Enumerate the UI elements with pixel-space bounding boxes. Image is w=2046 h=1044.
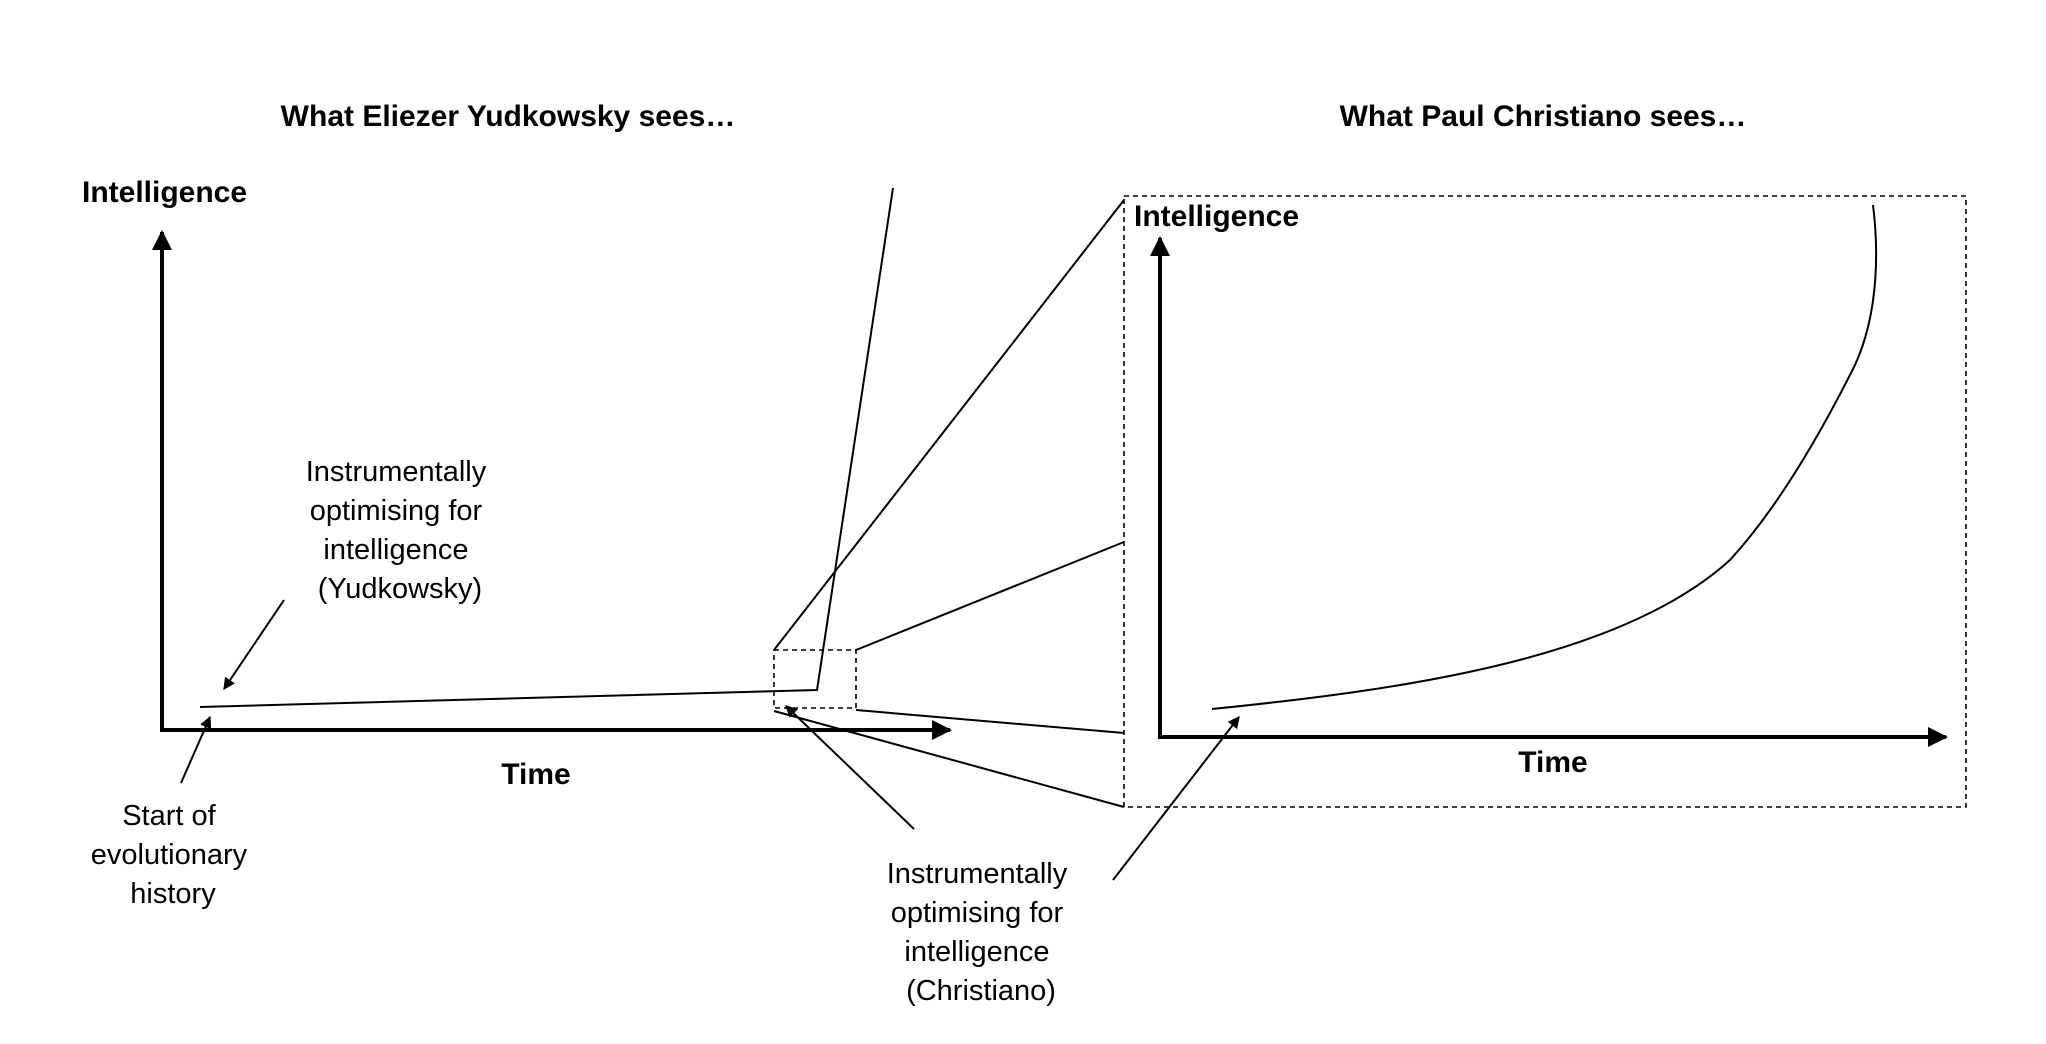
left-y-axis-label: Intelligence [82, 176, 247, 209]
right-x-axis-label: Time [1518, 746, 1587, 779]
annotation-christiano-line-4: (Christiano) [906, 975, 1056, 1007]
zoom-line-bottom-left [773, 710, 1125, 808]
annotation-yudkowsky-line-2: optimising for [310, 495, 483, 527]
right-y-axis-label: Intelligence [1134, 200, 1299, 233]
right-panel-title: What Paul Christiano sees… [1340, 100, 1747, 133]
annotation-christiano-line-3: intelligence [904, 936, 1049, 968]
right-panel-frame [1123, 195, 1967, 808]
zoom-line-bottom-right [855, 709, 1125, 734]
zoom-box [773, 649, 857, 709]
annotation-yudkowsky-line-4: (Yudkowsky) [318, 573, 482, 605]
zoom-line-top-right [855, 541, 1125, 651]
annotation-yudkowsky-arrow [223, 599, 285, 690]
annotation-christiano-line-2: optimising for [891, 897, 1064, 929]
annotation-start-line-1: Start of [122, 800, 216, 832]
annotation-start-arrow [180, 715, 212, 784]
zoom-line-top-left [773, 199, 1125, 651]
annotation-start: Start of evolutionary history [91, 800, 255, 910]
annotation-yudkowsky-line-3: intelligence [323, 534, 468, 566]
annotation-yudkowsky-line-1: Instrumentally [306, 456, 487, 488]
yudkowsky-curve [199, 187, 894, 708]
annotation-start-line-3: history [130, 878, 216, 910]
left-panel-title: What Eliezer Yudkowsky sees… [281, 100, 736, 133]
left-x-axis-label: Time [501, 758, 570, 791]
annotation-start-line-2: evolutionary [91, 839, 248, 871]
annotation-yudkowsky: Instrumentally optimising for intelligen… [306, 456, 495, 605]
annotation-christiano-line-1: Instrumentally [887, 858, 1068, 890]
annotation-christiano: Instrumentally optimising for intelligen… [887, 858, 1076, 1007]
annotation-christiano-arrow-right [1112, 716, 1240, 881]
christiano-curve [1211, 204, 1878, 710]
annotation-christiano-arrow-left [785, 705, 915, 830]
